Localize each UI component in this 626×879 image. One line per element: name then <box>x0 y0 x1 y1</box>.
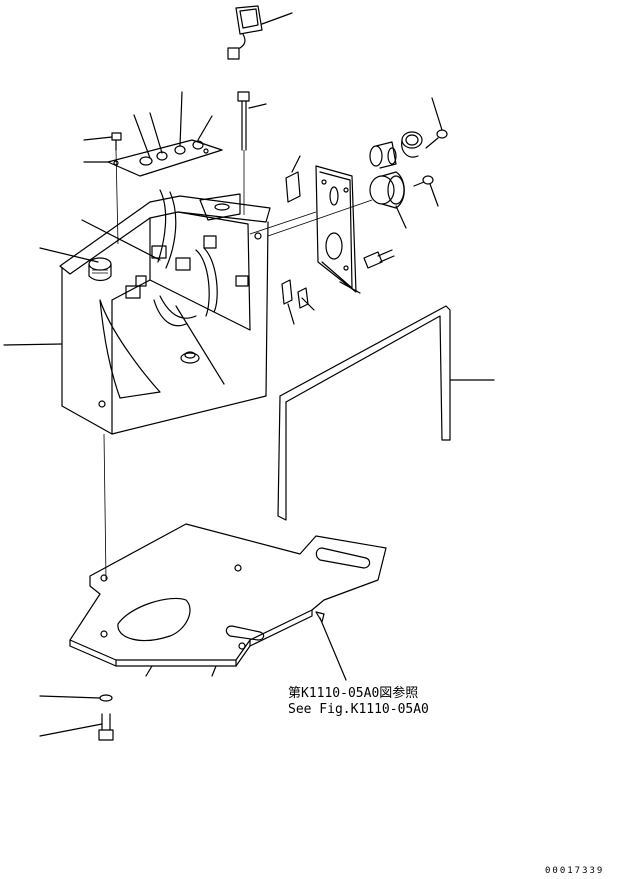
switch-panel <box>83 91 223 177</box>
reference-note-en: See Fig.K1110-05A0 <box>288 702 429 717</box>
reference-note-jp: 第K1110-05A0図参照 <box>288 685 418 701</box>
top-bolt <box>237 91 267 215</box>
rocker-switch <box>227 5 293 60</box>
cover-plate <box>249 165 361 294</box>
control-box <box>3 189 271 581</box>
mounting-plate <box>69 523 387 681</box>
gauge-parts <box>267 97 448 237</box>
bottom-bolt <box>39 694 114 741</box>
panel-screw <box>83 132 122 245</box>
drawing-number: 00017339 <box>545 866 604 876</box>
plate-bolt <box>363 249 395 269</box>
label-sticker <box>285 155 301 203</box>
u-cover <box>277 305 495 521</box>
clips <box>281 279 315 325</box>
